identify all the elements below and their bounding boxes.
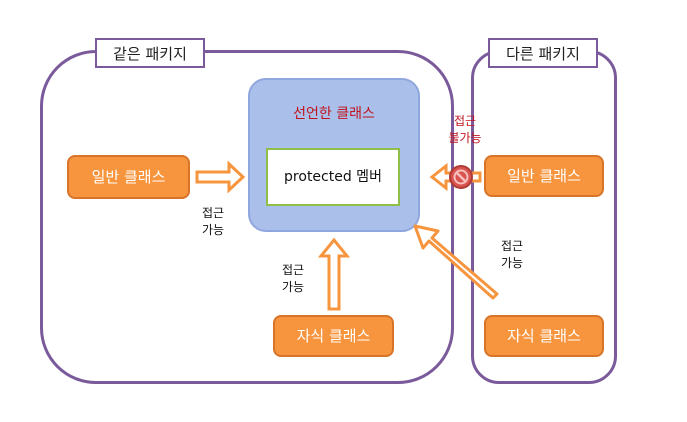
protected-member-box: protected 멤버 [266,148,400,206]
other-package-child-class: 자식 클래스 [484,315,604,357]
same-package-child-class: 자식 클래스 [273,315,394,357]
other-package-normal-class: 일반 클래스 [484,155,604,197]
other-package-label: 다른 패키지 [488,38,598,68]
same-child-access-note: 접근 가능 [281,263,305,294]
other-normal-access-note: 접근 불가능 [448,114,482,145]
same-normal-access-note: 접근 가능 [201,206,225,237]
hollow-arrow-icon [413,224,499,300]
same-package-label: 같은 패키지 [95,38,205,68]
other-child-access-note: 접근 가능 [500,239,524,270]
hollow-arrow-icon [195,160,246,194]
hollow-arrow-icon [317,237,351,311]
no-entry-icon [449,165,473,189]
declared-class-title: 선언한 클래스 [293,106,375,122]
same-package-normal-class: 일반 클래스 [67,155,190,199]
